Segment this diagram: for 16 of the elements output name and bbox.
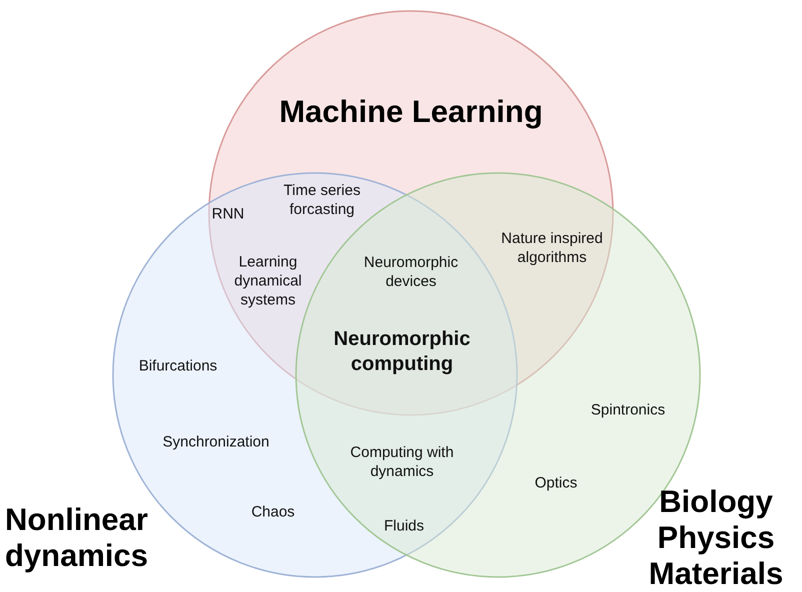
region-label: Neuromorphic computing bbox=[332, 327, 472, 377]
region-label: Fluids bbox=[382, 516, 425, 536]
region-label: Learning dynamical systems bbox=[233, 252, 303, 310]
region-label: Nature inspired algorithms bbox=[500, 229, 604, 267]
region-label: Synchronization bbox=[162, 432, 270, 452]
region-label: Bifurcations bbox=[138, 356, 218, 376]
region-label: Spintronics bbox=[590, 400, 666, 420]
region-label: Computing with dynamics bbox=[349, 443, 455, 481]
region-label: Optics bbox=[534, 474, 578, 492]
set-heading: Nonlinear dynamics bbox=[5, 502, 150, 574]
set-heading: Biology Physics Materials bbox=[648, 484, 784, 592]
region-label: RNN bbox=[210, 204, 246, 224]
region-label: Neuromorphic devices bbox=[362, 253, 460, 291]
set-heading: Machine Learning bbox=[278, 94, 544, 130]
region-label: Chaos bbox=[250, 502, 296, 522]
region-label: Time series forcasting bbox=[282, 181, 362, 219]
